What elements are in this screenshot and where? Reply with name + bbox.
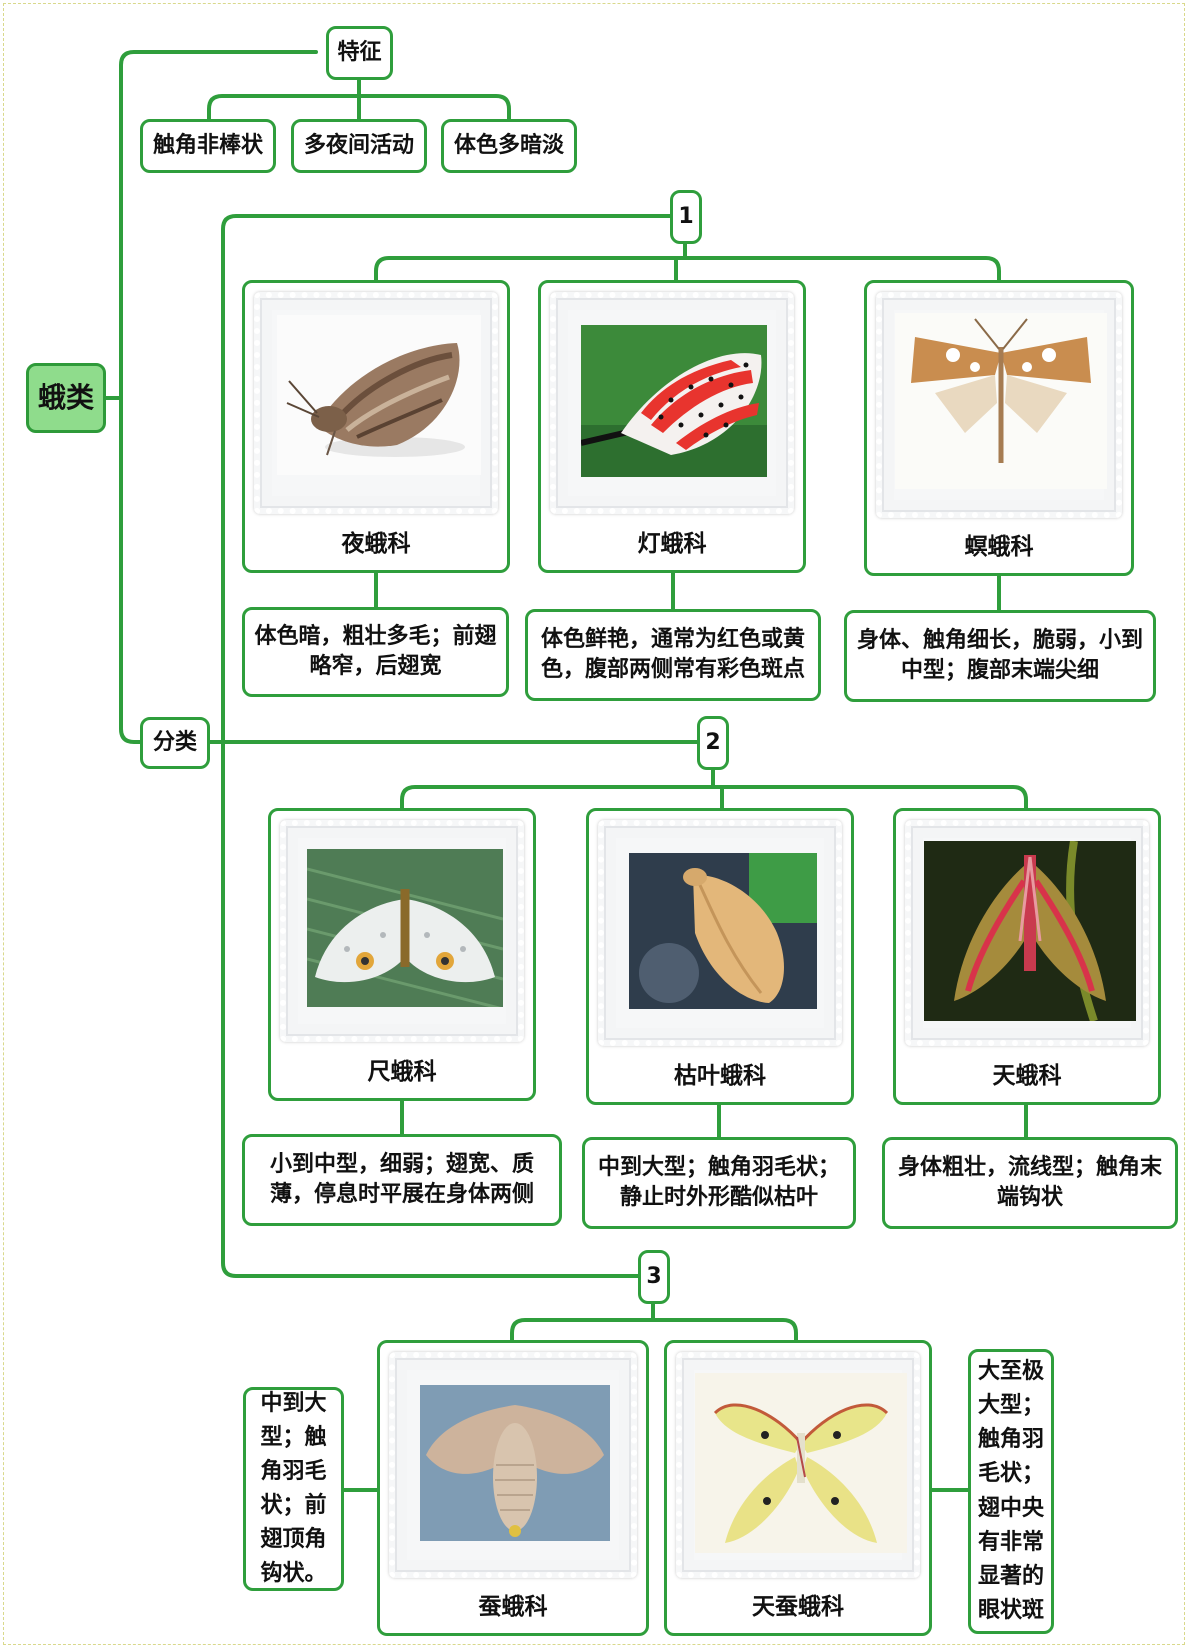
family-desc-geometridae: 小到中型，细弱；翅宽、质薄，停息时平展在身体两侧	[242, 1134, 562, 1226]
feature-item-nocturnal: 多夜间活动	[291, 119, 427, 173]
family-name: 天蚕蛾科	[667, 1587, 929, 1621]
family-desc-arctiidae: 体色鲜艳，通常为红色或黄色，腹部两侧常有彩色斑点	[525, 609, 821, 701]
group-2-number: 2	[697, 716, 729, 770]
lappet-moth-photo	[629, 853, 817, 1009]
family-card-bombycidae: 蚕蛾科	[377, 1340, 649, 1636]
family-card-noctuidae: 夜蛾科	[242, 280, 510, 573]
luna-moth-photo	[695, 1373, 907, 1553]
family-card-sphingidae: 天蛾科	[893, 808, 1161, 1105]
family-desc-sphingidae: 身体粗壮，流线型；触角末端钩状	[882, 1137, 1178, 1229]
family-desc-lasiocampidae: 中到大型；触角羽毛状；静止时外形酷似枯叶	[582, 1137, 856, 1229]
family-desc-saturniidae: 大至极大型；触角羽毛状；翅中央有非常显著的眼状斑	[968, 1349, 1054, 1634]
feature-item-color: 体色多暗淡	[441, 119, 577, 173]
noctuid-moth-photo	[277, 315, 481, 475]
family-card-lasiocampidae: 枯叶蛾科	[586, 808, 854, 1105]
classification-node: 分类	[140, 717, 210, 769]
family-name: 夜蛾科	[245, 524, 507, 558]
family-desc-text: 大至极大型；触角羽毛状；翅中央有非常显著的眼状斑	[975, 1355, 1047, 1628]
family-desc-bombycidae: 中到大型；触角羽毛状；前翅顶角钩状。	[243, 1387, 344, 1591]
family-name: 蚕蛾科	[380, 1587, 646, 1621]
features-node: 特征	[326, 26, 393, 80]
family-card-pyralidae: 螟蛾科	[864, 280, 1134, 576]
silk-moth-photo	[420, 1385, 610, 1541]
family-card-arctiidae: 灯蛾科	[538, 280, 806, 573]
family-name: 枯叶蛾科	[589, 1056, 851, 1090]
family-name: 天蛾科	[896, 1056, 1158, 1090]
family-name: 螟蛾科	[867, 527, 1131, 561]
hawk-moth-photo	[924, 841, 1136, 1021]
pyralid-moth-photo	[895, 313, 1107, 489]
family-name: 尺蛾科	[271, 1052, 533, 1086]
group-1-number: 1	[670, 190, 702, 244]
family-card-saturniidae: 天蚕蛾科	[664, 1340, 932, 1636]
family-desc-pyralidae: 身体、触角细长，脆弱，小到中型；腹部末端尖细	[844, 610, 1156, 702]
geometer-moth-photo	[307, 849, 503, 1007]
root-node: 蛾类	[26, 363, 106, 433]
family-desc-noctuidae: 体色暗，粗壮多毛；前翅略窄，后翅宽	[242, 607, 509, 697]
feature-item-antenna: 触角非棒状	[140, 119, 276, 173]
family-name: 灯蛾科	[541, 524, 803, 558]
group-3-number: 3	[638, 1250, 670, 1304]
family-card-geometridae: 尺蛾科	[268, 808, 536, 1101]
tiger-moth-photo	[581, 325, 767, 477]
family-desc-text: 中到大型；触角羽毛状；前翅顶角钩状。	[250, 1387, 337, 1592]
